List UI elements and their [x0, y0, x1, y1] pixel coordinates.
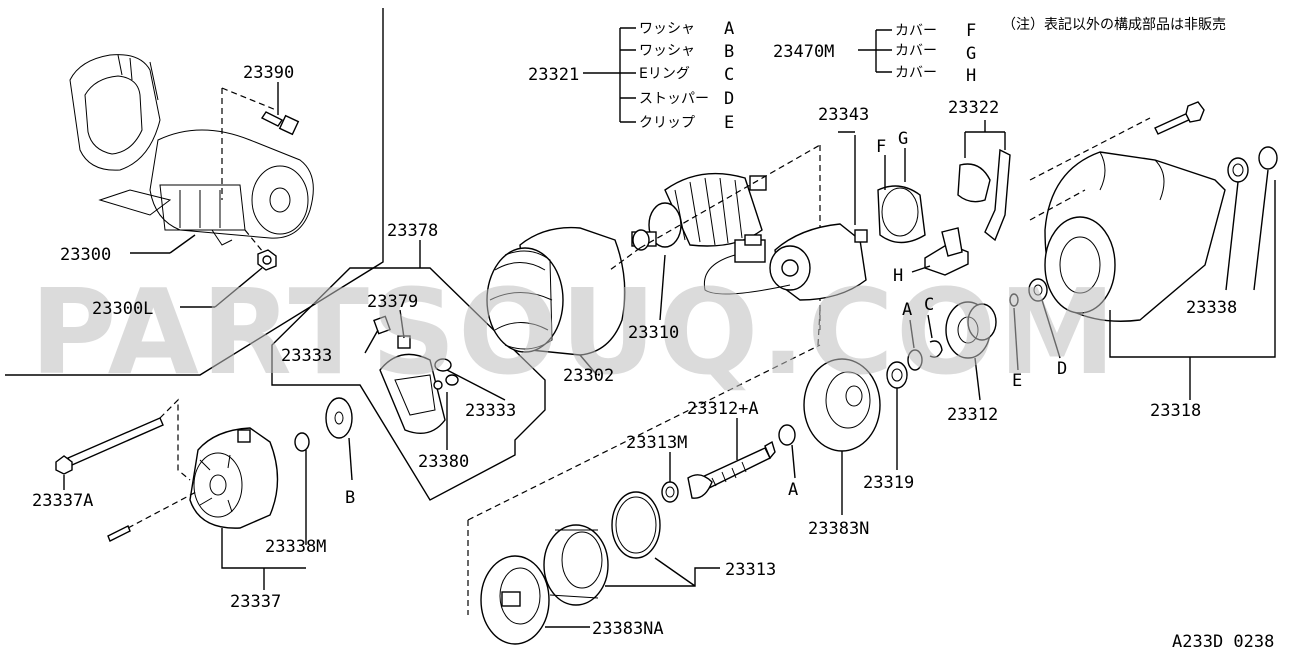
pinion-shaft-23312a	[687, 440, 776, 499]
washer-a-lower	[778, 424, 796, 446]
callout-23380: 23380	[418, 452, 469, 472]
letter-c: C	[924, 295, 934, 315]
letter-g: G	[898, 129, 908, 149]
e-ring-c	[929, 340, 943, 358]
through-bolt-23337a	[55, 417, 164, 475]
kit-23321-item-1-key: A	[724, 19, 734, 39]
spring-23333	[433, 358, 459, 390]
bushing-23338m	[294, 432, 310, 452]
letter-e: E	[1012, 371, 1022, 391]
brush-23333-left	[373, 315, 391, 335]
yoke-23302	[486, 226, 626, 356]
callout-23313: 23313	[725, 560, 776, 580]
callout-23333-right: 23333	[465, 401, 516, 421]
callout-23300: 23300	[60, 245, 111, 265]
callout-23343: 23343	[818, 105, 869, 125]
watermark: PARTSOUQ.COM	[30, 263, 1118, 401]
cover-23383na	[480, 555, 550, 645]
kit-23470m-item-2-key: G	[966, 44, 976, 64]
kit-23321-item-5-key: E	[724, 113, 734, 133]
stopper-d	[1028, 278, 1048, 302]
callout-23338: 23338	[1186, 298, 1237, 318]
callout-23338m: 23338M	[265, 537, 326, 557]
letter-a-upper: A	[902, 300, 912, 320]
kit-23321-number: 23321	[528, 65, 579, 85]
callout-23302: 23302	[563, 366, 614, 386]
callout-23337a: 23337A	[32, 491, 93, 511]
cover-f-g	[877, 185, 926, 244]
callout-23337: 23337	[230, 592, 281, 612]
washer-a-upper	[907, 349, 923, 371]
callout-23390: 23390	[243, 63, 294, 83]
clip-e	[1009, 293, 1019, 307]
callout-23310: 23310	[628, 323, 679, 343]
brush-holder	[379, 335, 446, 434]
kit-23321-item-1-name: ワッシャ	[639, 21, 695, 37]
shift-lever-23322	[957, 148, 1011, 242]
kit-23470m-item-2-name: カバー	[895, 43, 937, 59]
callout-23383n: 23383N	[808, 519, 869, 539]
letter-h: H	[893, 266, 903, 286]
callout-23383na: 23383NA	[592, 619, 664, 639]
kit-23321-item-5-name: クリップ	[639, 115, 695, 131]
kit-23321-item-4-name: ストッパー	[639, 91, 709, 107]
kit-23321-item-2-name: ワッシャ	[639, 43, 695, 59]
inset-border	[5, 8, 384, 376]
engine-inset-sketch	[69, 54, 314, 246]
gasket-23313	[611, 491, 661, 559]
callout-23319: 23319	[863, 473, 914, 493]
kit-23470m-item-3-key: H	[966, 66, 976, 86]
kit-23470m-item-1-name: カバー	[895, 23, 937, 39]
solenoid-23343	[703, 223, 868, 301]
not-sold-note: （注）表記以外の構成部品は非販売	[1002, 16, 1226, 33]
letter-d: D	[1057, 359, 1067, 379]
kit-23470m-legend: 23470M カバー F カバー G カバー H	[773, 21, 976, 86]
callout-23300l: 23300L	[92, 299, 153, 319]
callout-23312: 23312	[947, 405, 998, 425]
kit-23470m-number: 23470M	[773, 42, 834, 62]
bolt-top-housing	[1154, 101, 1205, 135]
letter-f: F	[876, 137, 886, 157]
kit-23321-item-2-key: B	[724, 42, 734, 62]
housing-23318	[1044, 151, 1226, 322]
callout-23313m: 23313M	[626, 433, 687, 453]
callout-23379: 23379	[367, 292, 418, 312]
gear-23313m	[661, 481, 679, 503]
callout-23312a: 23312+A	[687, 399, 759, 419]
kit-23321-item-3-key: C	[724, 65, 734, 85]
letter-a-lower: A	[788, 480, 798, 500]
diagram-code: A233D 0238	[1172, 632, 1274, 652]
screw-rear-cover	[107, 525, 131, 542]
kit-23321-legend: 23321 ワッシャ A ワッシャ B Eリング C ストッパー D クリップ …	[528, 19, 734, 133]
pinion-23312	[945, 301, 997, 359]
nut-23300l	[257, 249, 277, 271]
kit-23470m-item-3-name: カバー	[895, 65, 937, 81]
rear-cover-23337	[189, 427, 279, 529]
callout-23318: 23318	[1150, 401, 1201, 421]
bushing-23338-a	[1227, 157, 1249, 183]
kit-23321-item-4-key: D	[724, 89, 734, 109]
bolt-23390	[260, 111, 300, 136]
bushing-23338-b	[1258, 146, 1278, 170]
callout-23333-left: 23333	[281, 346, 332, 366]
washer-b	[325, 397, 353, 439]
internal-gear-23313	[543, 524, 609, 606]
callout-23378: 23378	[387, 221, 438, 241]
letter-b: B	[345, 488, 355, 508]
kit-23321-item-3-name: Eリング	[639, 66, 690, 82]
kit-23470m-item-1-key: F	[966, 21, 976, 41]
callout-23322: 23322	[948, 98, 999, 118]
